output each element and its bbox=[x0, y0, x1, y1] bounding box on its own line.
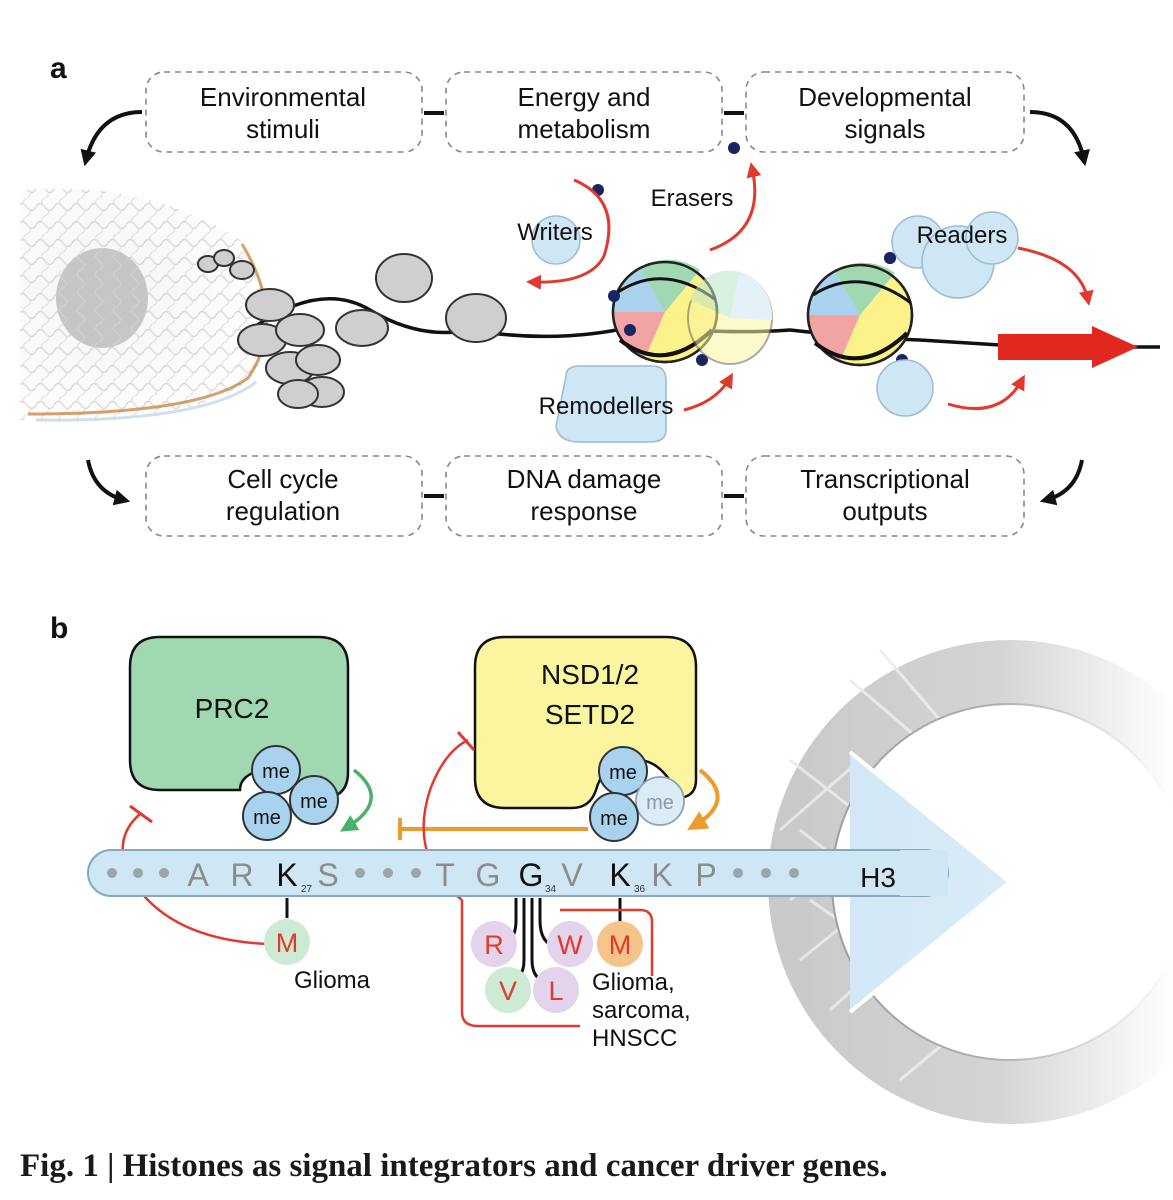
curved-arrow-icon bbox=[80, 110, 143, 167]
box-label: stimuli bbox=[246, 114, 320, 144]
setd2-label: SETD2 bbox=[545, 699, 635, 730]
reader-protein-lower bbox=[876, 359, 934, 417]
reader-protein bbox=[891, 211, 1019, 299]
residue-g: G bbox=[476, 857, 501, 893]
box-label: Transcriptional bbox=[800, 464, 970, 494]
residue-number: 36 bbox=[634, 884, 646, 895]
nucleosome-remodelled bbox=[687, 270, 773, 365]
cancer-label: HNSCC bbox=[592, 1025, 677, 1052]
box-energy-metabolism bbox=[445, 71, 723, 153]
transcription-arrow-icon bbox=[998, 326, 1138, 368]
k36m-label: M bbox=[609, 930, 632, 960]
me-label: me bbox=[262, 761, 290, 783]
compact-nucleosomes bbox=[197, 249, 507, 409]
glioma-label: Glioma bbox=[294, 967, 371, 994]
panel-a-label: a bbox=[50, 52, 67, 85]
inhibition-bar bbox=[456, 731, 476, 751]
residue-number: 27 bbox=[301, 884, 313, 895]
residue-k: K bbox=[651, 857, 672, 893]
g34v-mutation bbox=[485, 967, 531, 1013]
prc2-green-arrow-icon bbox=[340, 768, 373, 832]
g34w-mutation bbox=[547, 921, 593, 967]
curved-arrow-icon bbox=[1039, 459, 1084, 506]
me-label: me bbox=[300, 791, 328, 813]
nsd-orange-arrow-icon bbox=[687, 768, 720, 831]
cancer-label: Glioma, bbox=[592, 969, 675, 996]
k36-bracket bbox=[560, 908, 654, 976]
mark-dot bbox=[884, 252, 896, 264]
residue-r: R bbox=[230, 857, 253, 893]
eraser-arrow-icon bbox=[709, 162, 762, 252]
nsd-label: NSD1/2 bbox=[541, 659, 639, 690]
box-label: Developmental bbox=[798, 82, 971, 112]
nucleosome-active-2 bbox=[806, 252, 914, 367]
residue-number: 34 bbox=[545, 884, 557, 895]
me-label-faded: me bbox=[646, 792, 674, 814]
remodeller-arrow-icon bbox=[683, 372, 734, 412]
residue-a: A bbox=[187, 857, 209, 893]
mark-dot bbox=[728, 142, 740, 154]
residue-k27: K bbox=[276, 857, 297, 893]
box-transcriptional-outputs bbox=[745, 455, 1025, 537]
inhibition-bar bbox=[129, 804, 153, 824]
prc2-label: PRC2 bbox=[195, 693, 270, 724]
box-label: metabolism bbox=[518, 114, 651, 144]
prc2-me-cluster bbox=[242, 745, 339, 841]
g34v-label: V bbox=[499, 976, 517, 1006]
box-cell-cycle bbox=[145, 455, 423, 537]
writer-protein bbox=[531, 215, 581, 265]
cell-nucleus-icon bbox=[20, 188, 269, 422]
me-label: me bbox=[600, 808, 628, 830]
residue-s: S bbox=[317, 857, 338, 893]
tail-dots bbox=[107, 868, 799, 878]
cancer-label: sarcoma, bbox=[592, 997, 691, 1024]
nsd-me-cluster bbox=[589, 746, 685, 842]
h3-label: H3 bbox=[860, 862, 896, 893]
g34l-mutation bbox=[533, 967, 579, 1013]
remodeller-protein bbox=[555, 365, 667, 443]
reader-arrow-icon bbox=[1017, 246, 1094, 306]
writer-arrow-icon bbox=[526, 178, 611, 290]
k27m-label: M bbox=[276, 928, 299, 958]
figure-caption: Fig. 1 | Histones as signal integrators … bbox=[20, 1148, 888, 1184]
box-label: signals bbox=[845, 114, 926, 144]
box-label: outputs bbox=[842, 496, 927, 526]
remodellers-label: Remodellers bbox=[539, 393, 674, 420]
panel-b-label: b bbox=[50, 612, 68, 645]
box-label: response bbox=[531, 496, 638, 526]
box-label: Environmental bbox=[200, 82, 366, 112]
box-dna-damage bbox=[445, 455, 723, 537]
me-label: me bbox=[609, 762, 637, 784]
g34r-label: R bbox=[484, 930, 504, 960]
readers-label: Readers bbox=[917, 222, 1008, 249]
residue-p: P bbox=[695, 857, 716, 893]
box-label: DNA damage bbox=[507, 464, 662, 494]
erasers-label: Erasers bbox=[651, 185, 734, 212]
box-label: regulation bbox=[226, 496, 340, 526]
box-label: Energy and bbox=[518, 82, 651, 112]
g34-k36-bracket bbox=[460, 900, 580, 1028]
residue-v: V bbox=[561, 857, 583, 893]
residue-t: T bbox=[435, 857, 455, 893]
k27m-mutation bbox=[264, 919, 310, 965]
residue-g34: G bbox=[519, 857, 544, 893]
curved-arrow-icon bbox=[1029, 110, 1090, 167]
box-developmental-signals bbox=[745, 71, 1025, 153]
k36m-mutation bbox=[597, 921, 643, 967]
bottom-output-boxes: Cell cycle regulation DNA damage respons… bbox=[145, 455, 1025, 537]
me-label: me bbox=[253, 807, 281, 829]
g34l-label: L bbox=[548, 976, 563, 1006]
writers-label: Writers bbox=[517, 219, 593, 246]
box-label: Cell cycle bbox=[227, 464, 338, 494]
box-environmental-stimuli bbox=[145, 71, 423, 153]
top-signal-boxes: Environmental stimuli Energy and metabol… bbox=[145, 71, 1025, 153]
g34r-mutation bbox=[471, 921, 517, 967]
g34w-label: W bbox=[557, 930, 583, 960]
curved-arrow-icon bbox=[86, 459, 131, 506]
reader-lower-arrow-icon bbox=[947, 374, 1025, 411]
residue-k36: K bbox=[609, 857, 630, 893]
